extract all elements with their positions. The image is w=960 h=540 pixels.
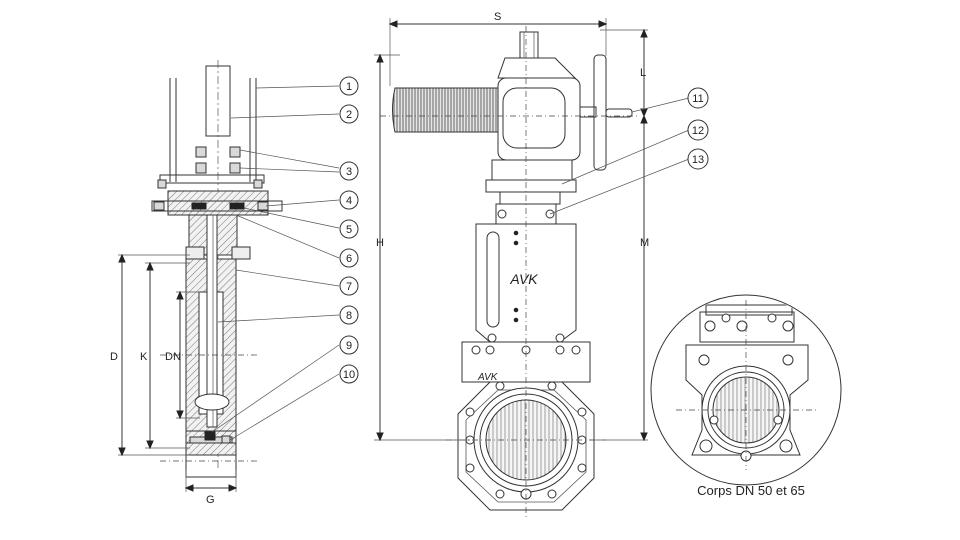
svg-text:7: 7 [346, 281, 352, 293]
dim-label-k: K [140, 351, 148, 363]
dim-label-s: S [494, 11, 501, 23]
callout-9: 9 [339, 335, 359, 355]
svg-text:2: 2 [346, 109, 352, 121]
callout-10: 10 [339, 364, 359, 384]
svg-text:5: 5 [346, 224, 352, 236]
callout-8: 8 [339, 305, 359, 325]
dimension-d: D [110, 253, 190, 457]
brand-logo: AVK [509, 271, 538, 287]
detail-caption: Corps DN 50 et 65 [697, 483, 805, 498]
dim-label-h: H [376, 237, 384, 249]
dim-label-dn: DN [165, 351, 181, 363]
dimension-g: G [184, 470, 238, 506]
dimension-l: L [600, 28, 648, 118]
dim-label-l: L [640, 67, 646, 79]
svg-text:1: 1 [346, 81, 352, 93]
callout-12: 12 [687, 119, 709, 141]
svg-text:11: 11 [692, 93, 703, 105]
callout-1: 1 [339, 76, 359, 96]
svg-text:3: 3 [346, 166, 352, 178]
dim-label-m: M [640, 237, 649, 249]
dim-label-d: D [110, 351, 118, 363]
callout-6: 6 [339, 248, 359, 268]
dimension-h: H [374, 53, 470, 442]
callout-4: 4 [339, 190, 359, 210]
svg-text:8: 8 [346, 310, 352, 322]
callout-13: 13 [687, 148, 709, 170]
detail-view-dn50-65 [650, 294, 842, 486]
svg-text:10: 10 [343, 369, 355, 381]
dimension-m: M [590, 114, 649, 442]
svg-text:12: 12 [692, 125, 704, 137]
dimension-s: S [388, 11, 608, 86]
front-view: AVK AVK [374, 11, 690, 518]
dim-label-g: G [206, 494, 215, 506]
svg-text:9: 9 [346, 340, 352, 352]
callout-2: 2 [339, 104, 359, 124]
callout-7: 7 [339, 276, 359, 296]
callout-11: 11 [687, 87, 709, 109]
dimension-k: K [140, 261, 190, 450]
side-section-view: D K DN G [110, 60, 340, 506]
svg-text:13: 13 [692, 154, 704, 166]
callout-5: 5 [339, 219, 359, 239]
dimension-dn: DN [165, 290, 200, 420]
svg-text:4: 4 [346, 195, 352, 207]
body-logo: AVK [477, 372, 499, 383]
svg-text:6: 6 [346, 253, 352, 265]
callout-3: 3 [339, 161, 359, 181]
